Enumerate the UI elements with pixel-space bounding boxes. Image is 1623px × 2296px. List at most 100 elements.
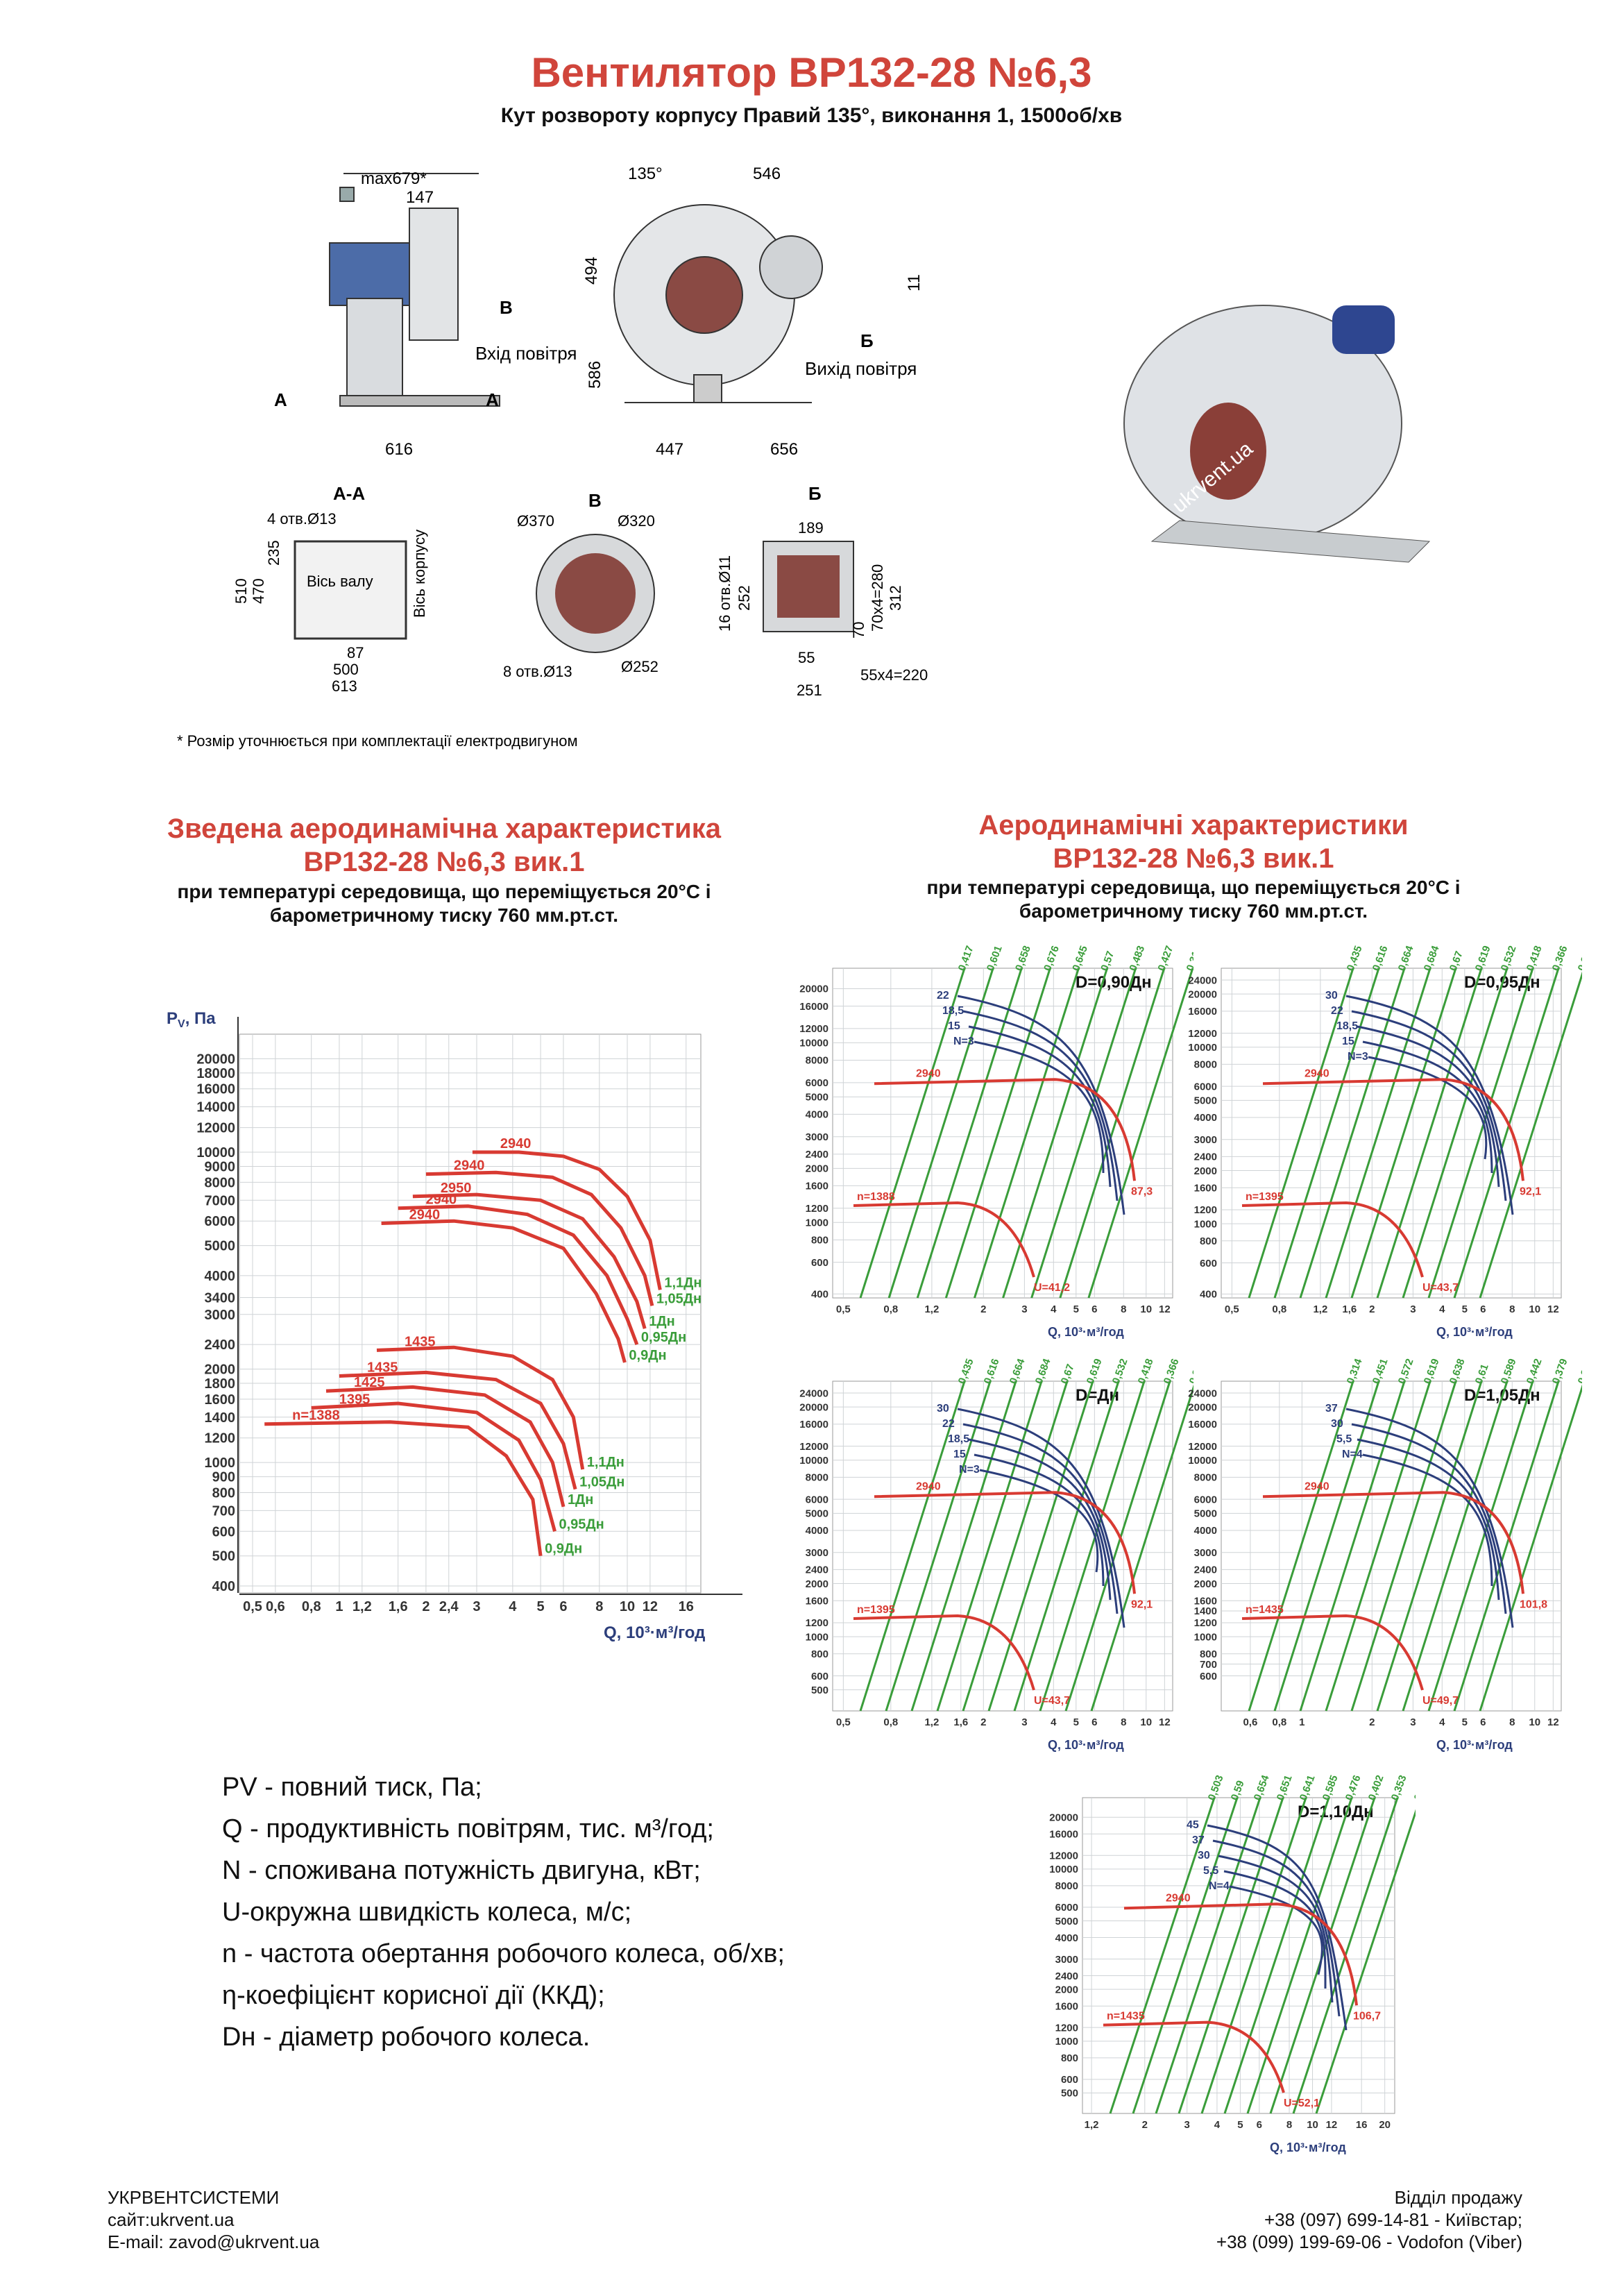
dim-613: 613: [332, 677, 357, 695]
y-tick-label: 500: [811, 1685, 829, 1696]
power-curve: [1357, 1025, 1500, 1188]
dim-656: 656: [770, 440, 798, 459]
y-tick-label: 400: [212, 1579, 235, 1594]
x-tick-label: 1: [1299, 1716, 1305, 1728]
y-tick-label: 1000: [1194, 1218, 1217, 1230]
efficiency-line: [1350, 1381, 1457, 1712]
y-tick-label: 5000: [205, 1239, 236, 1254]
pressure-curve-low: [853, 1614, 1035, 1691]
x-tick-label: 5: [1237, 2119, 1243, 2131]
power-label: 22: [1331, 1005, 1343, 1017]
y-tick-label: 1600: [1194, 1182, 1217, 1194]
dim-312: 312: [887, 585, 904, 611]
y-tick-label: 1600: [205, 1392, 236, 1408]
end-label-high: 92,1: [1131, 1598, 1153, 1610]
power-label: 22: [942, 1418, 955, 1430]
y-tick-label: 2000: [806, 1163, 829, 1175]
pressure-curve-high: [874, 1491, 1136, 1594]
x-tick-label: 0,5: [243, 1599, 262, 1614]
dim-55: 55: [798, 649, 815, 666]
x-tick-label: 3: [1410, 1303, 1416, 1315]
x-tick-label: 2: [1369, 1716, 1375, 1728]
summary-conditions: при температурі середовища, що переміщує…: [177, 881, 711, 926]
dim-70: 70: [850, 622, 867, 639]
efficiency-line: [1299, 968, 1406, 1299]
chart-diameter-title: D=1,10Дн: [1298, 1803, 1374, 1821]
efficiency-line: [1223, 1797, 1330, 2114]
y-tick-label: 4000: [205, 1269, 236, 1284]
power-label: N=4: [1209, 1880, 1230, 1892]
y-tick-label: 4000: [1194, 1525, 1217, 1537]
dim-510: 510: [232, 578, 250, 604]
efficiency-line: [859, 968, 966, 1299]
dim-616: 616: [385, 440, 413, 459]
x-axis-label: Q, 10³·м³/год: [1048, 1325, 1124, 1339]
y-tick-label: 600: [212, 1524, 235, 1539]
efficiency-label: 0,32: [1576, 1362, 1582, 1385]
x-tick-label: 0,6: [266, 1599, 285, 1614]
x-tick-label: 1: [335, 1599, 343, 1614]
pressure-curve: [325, 1385, 566, 1508]
efficiency-line: [1273, 968, 1380, 1299]
y-tick-label: 800: [212, 1485, 235, 1501]
legend-dn: Dн - діаметр робочого колеса.: [222, 2023, 590, 2052]
legend-pv: PV - повний тиск, Па;: [222, 1773, 482, 1802]
label-a-right: А: [486, 389, 499, 410]
pressure-curve-low: [853, 1201, 1035, 1278]
x-axis-label: Q, 10³·м³/год: [1270, 2141, 1346, 2154]
y-tick-label: 400: [1200, 1289, 1217, 1301]
power-curve: [1351, 1010, 1507, 1201]
efficiency-line: [916, 968, 1023, 1299]
y-tick-label: 20000: [799, 1401, 829, 1413]
phone-kyivstar[interactable]: +38 (097) 699-14-81 - Київстар;: [1264, 2209, 1522, 2230]
power-label: 37: [1192, 1834, 1205, 1846]
y-tick-label: 9000: [205, 1159, 236, 1174]
diameter-label: 1Дн: [649, 1314, 674, 1329]
y-tick-label: 1400: [1194, 1605, 1217, 1617]
d320: Ø320: [618, 512, 655, 530]
power-label: 18,5: [942, 1005, 964, 1017]
x-tick-label: 8: [1509, 1303, 1515, 1315]
side-view-drawing: [329, 173, 500, 407]
power-label: 18,5: [948, 1433, 969, 1445]
x-tick-label: 5: [1073, 1303, 1079, 1315]
power-curve: [979, 1469, 1099, 1573]
company-email[interactable]: E-mail: zavod@ukrvent.ua: [108, 2231, 320, 2252]
shaft-axis-label: Вісь валу: [307, 573, 373, 590]
x-tick-label: 1,6: [389, 1599, 408, 1614]
power-curve: [968, 1438, 1112, 1601]
phone-vodafone[interactable]: +38 (099) 199-69-06 - Vodofon (Viber): [1216, 2231, 1522, 2252]
y-tick-label: 1600: [806, 1181, 829, 1192]
speed-label: 1425: [354, 1375, 385, 1390]
plot-area: [1221, 968, 1562, 1299]
y-tick-label: 20000: [799, 984, 829, 995]
dim-55x4: 55x4=220: [860, 666, 928, 684]
x-tick-label: 0,5: [1225, 1303, 1239, 1315]
end-label-high: 87,3: [1131, 1185, 1153, 1197]
view-v-holes: 8 отв.Ø13: [503, 663, 572, 680]
y-tick-label: 1600: [806, 1595, 829, 1607]
y-tick-label: 1200: [1194, 1204, 1217, 1216]
y-tick-label: 8000: [806, 1472, 829, 1484]
y-tick-label: 1400: [205, 1410, 236, 1426]
view-v-opening: [555, 553, 636, 634]
y-tick-label: 10000: [1049, 1864, 1078, 1875]
x-tick-label: 12: [1547, 1716, 1559, 1728]
efficiency-line: [1178, 1797, 1284, 2114]
x-axis-label: Q, 10³·м³/год: [604, 1623, 705, 1642]
x-tick-label: 8: [595, 1599, 603, 1614]
end-label-high: 106,7: [1353, 2010, 1381, 2022]
x-tick-label: 4: [1051, 1303, 1057, 1315]
x-tick-label: 10: [1529, 1716, 1540, 1728]
x-tick-label: 5: [1462, 1716, 1468, 1728]
y-tick-label: 1200: [806, 1203, 829, 1215]
y-tick-label: 16000: [196, 1082, 235, 1097]
power-curve: [957, 995, 1125, 1215]
legend: PV - повний тиск, Па; Q - продуктивність…: [222, 1766, 847, 2058]
speed-label: 2950: [441, 1181, 472, 1196]
y-tick-label: 10000: [799, 1038, 829, 1049]
y-tick-label: 1600: [1194, 1595, 1217, 1607]
company-site[interactable]: сайт:ukrvent.ua: [108, 2209, 235, 2230]
view-b-title: Б: [808, 483, 822, 504]
y-tick-label: 2400: [1055, 1970, 1078, 1982]
